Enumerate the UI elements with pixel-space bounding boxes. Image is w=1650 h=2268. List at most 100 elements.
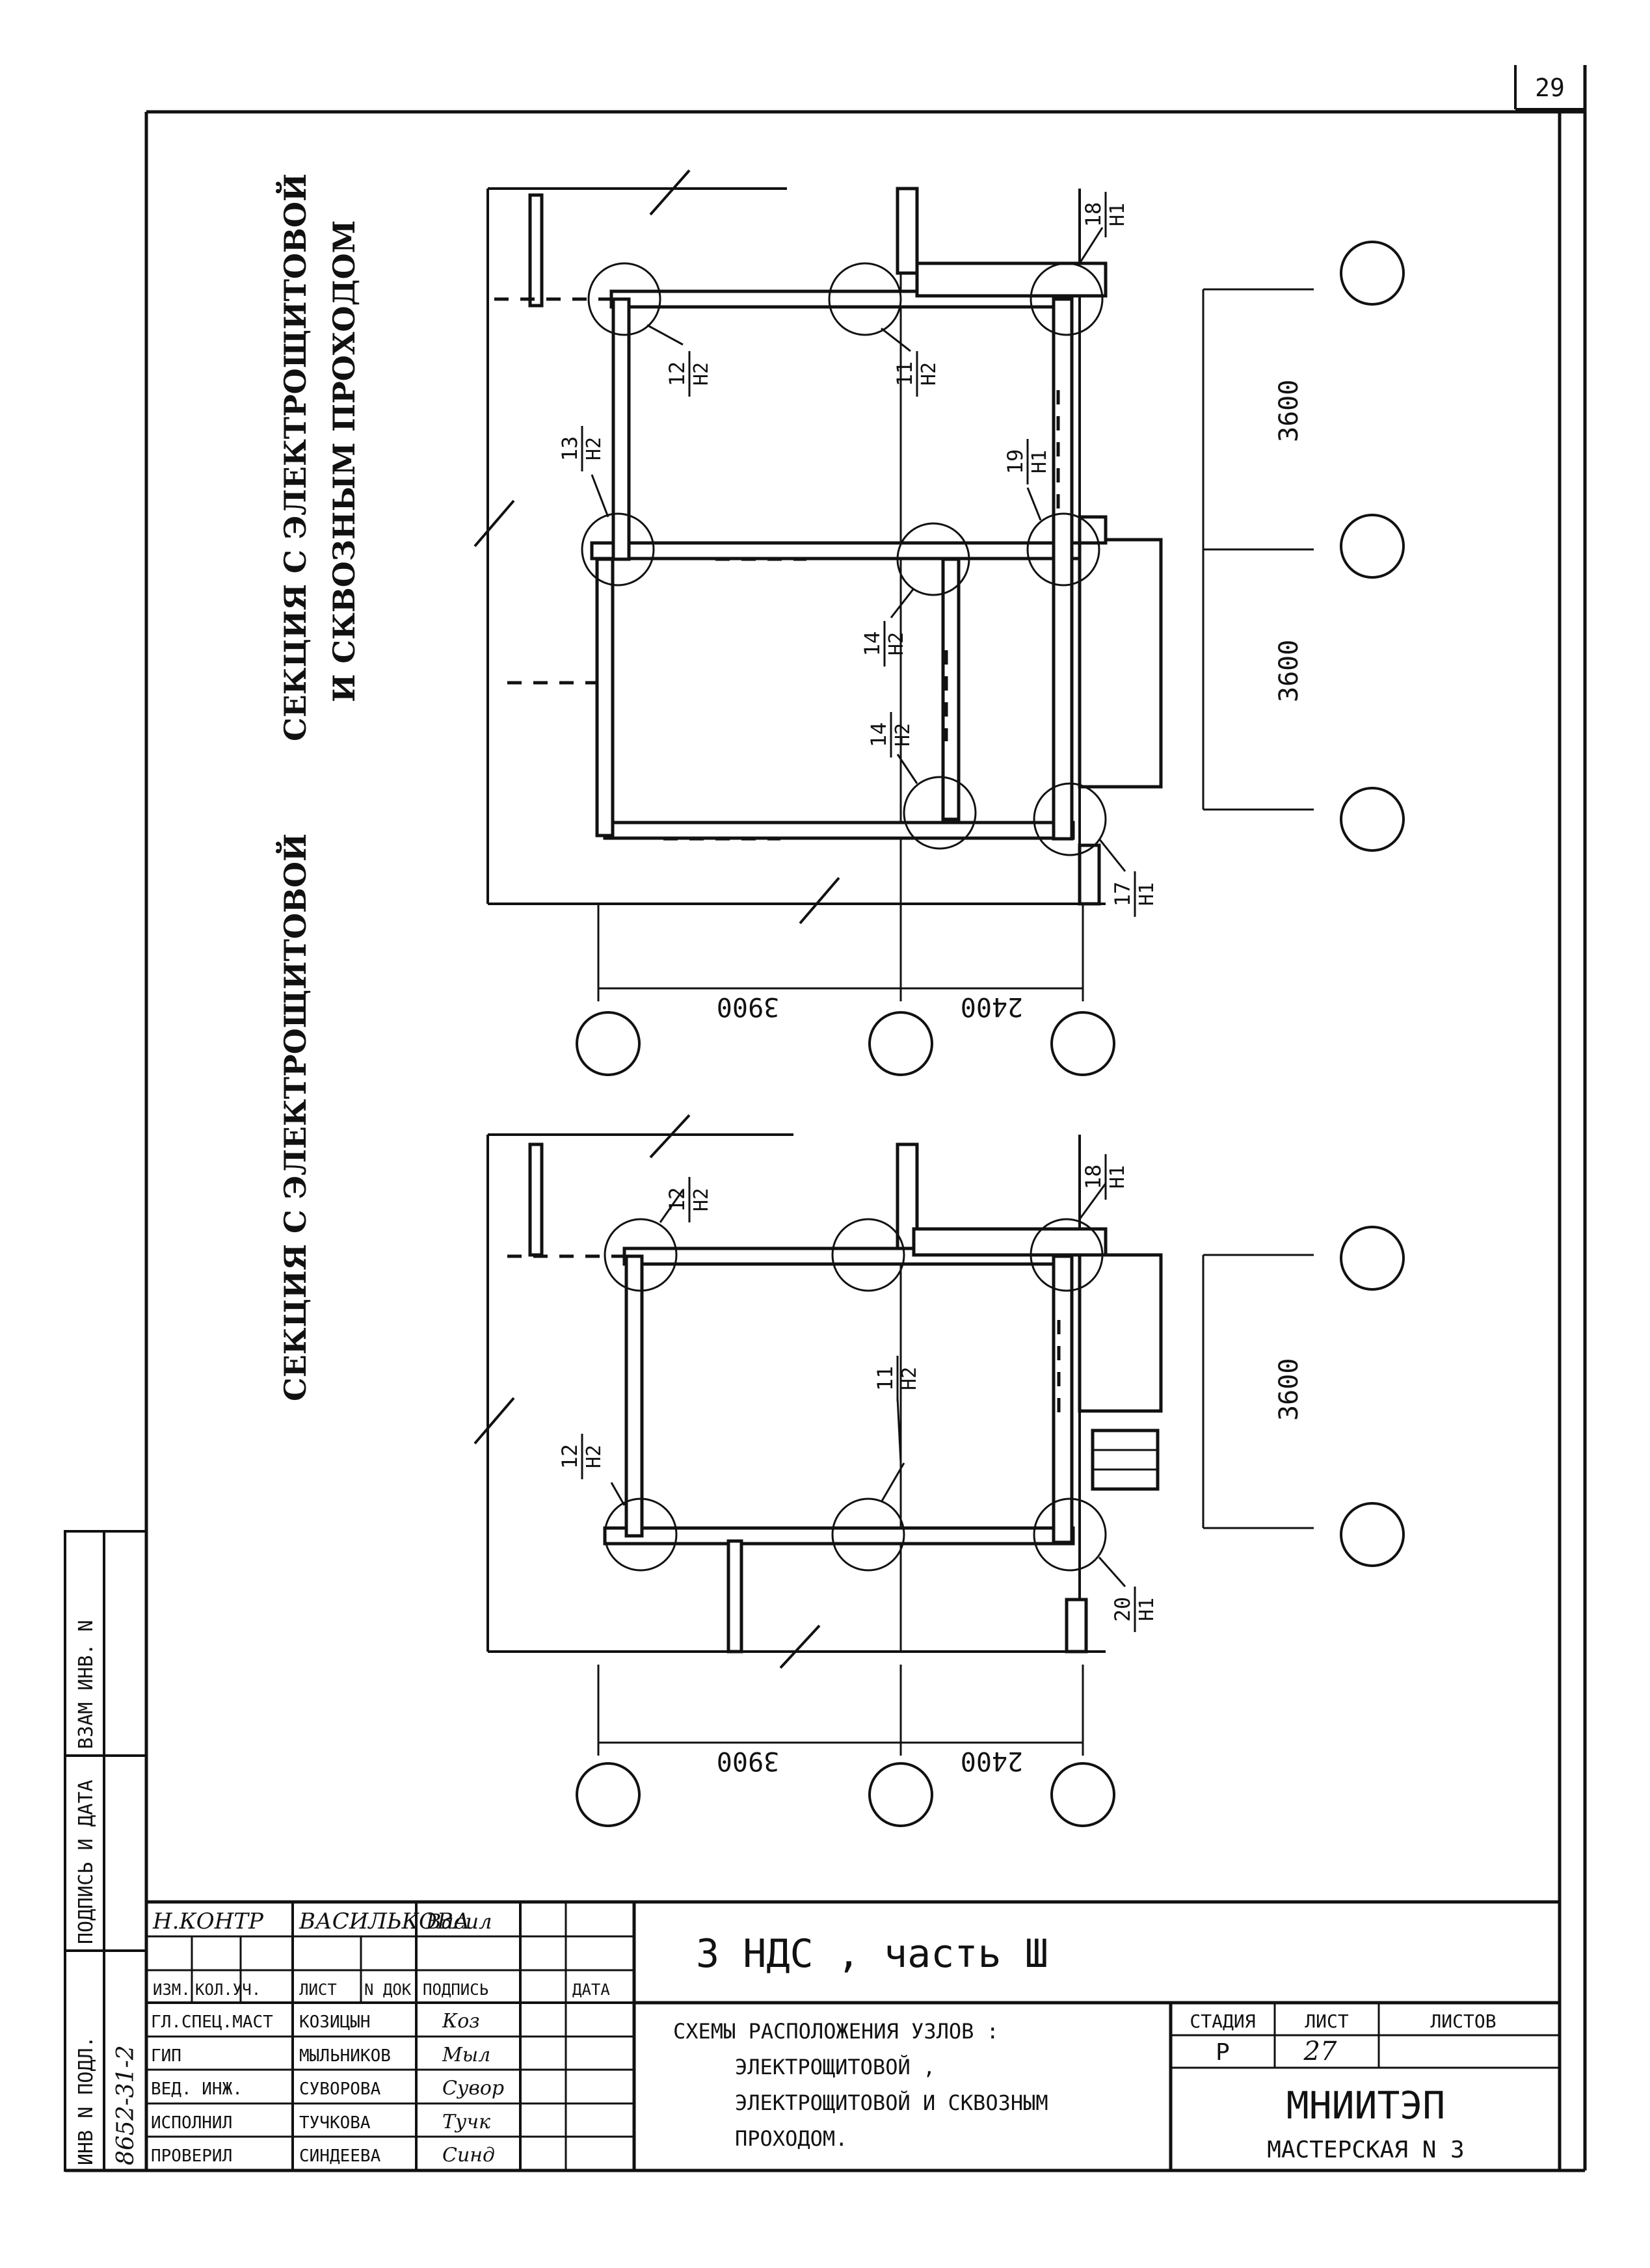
staff-role-5: ПРОВЕРИЛ <box>151 2146 232 2166</box>
svg-text:Н1: Н1 <box>1106 1165 1129 1189</box>
staff-signature-2: Мыл <box>442 2044 490 2066</box>
wall <box>603 821 1075 840</box>
header-list: ЛИСТ <box>299 1981 337 1999</box>
staff-name-2: МЫЛЬНИКОВ <box>299 2046 391 2066</box>
callout-label: 11 Н2 <box>873 1356 921 1401</box>
svg-text:12: 12 <box>665 362 689 387</box>
callout-label: 17 Н1 <box>1110 871 1158 917</box>
plan-bottom-title: СЕКЦИЯ С ЭЛЕКТРОЩИТОВОЙ <box>275 834 313 1401</box>
svg-text:Н1: Н1 <box>1106 203 1129 226</box>
svg-text:Н2: Н2 <box>690 1188 713 1211</box>
wall <box>609 289 1069 309</box>
callout-label: 12 Н2 <box>665 1177 713 1222</box>
svg-text:20: 20 <box>1110 1597 1135 1622</box>
callout-label: 18 Н1 <box>1081 192 1129 237</box>
callout-label: 12 Н2 <box>665 351 713 397</box>
page-number-box: 29 <box>1514 65 1585 111</box>
svg-text:12: 12 <box>557 1444 582 1470</box>
stage-value: Р <box>1216 2039 1230 2066</box>
plan-top-title-2: И СКВОЗНЫМ ПРОХОДОМ <box>326 220 362 702</box>
svg-text:Н2: Н2 <box>885 632 908 655</box>
svg-text:13: 13 <box>557 436 582 462</box>
plan-top-title-1: СЕКЦИЯ С ЭЛЕКТРОЩИТОВОЙ <box>275 174 313 741</box>
page-number: 29 <box>1535 73 1565 102</box>
staff-role-2: ГИП <box>151 2046 181 2066</box>
norm-control-role: Н.КОНТР <box>152 1908 264 1934</box>
staff-signature-5: Синд <box>442 2144 495 2167</box>
stamp-cell-3: ИНВ N ПОДЛ. <box>75 2036 98 2165</box>
dim-bottom-2: 2400 <box>961 992 1023 1022</box>
header-podpis: ПОДПИСЬ <box>423 1981 488 1999</box>
plan-top-callouts: 18 Н1 12 Н2 11 Н2 13 Н2 19 Н1 14 Н2 <box>557 192 1158 917</box>
svg-text:Н1: Н1 <box>1028 450 1051 473</box>
sheet-frame <box>65 65 1587 2172</box>
callout-label: 14 Н2 <box>866 712 914 758</box>
side-stamp: ВЗАМ ИНВ. N ПОДПИСЬ И ДАТА ИНВ N ПОДЛ. 8… <box>64 1530 148 2172</box>
dim-right-1: 3600 <box>1274 380 1304 442</box>
sheet-label: ЛИСТ <box>1305 2011 1349 2032</box>
staff-name-3: СУВОРОВА <box>299 2079 381 2099</box>
staff-name-5: СИНДЕЕВА <box>299 2146 381 2166</box>
staff-role-1: ГЛ.СПЕЦ.МАСТ <box>151 2012 273 2032</box>
callout-label: 20 Н1 <box>1110 1587 1158 1632</box>
header-data: ДАТА <box>572 1981 610 1999</box>
callout-label: 11 Н2 <box>892 351 940 397</box>
dim-bottom-b1: 3900 <box>717 1746 779 1776</box>
svg-text:11: 11 <box>892 362 917 387</box>
wall <box>590 541 1082 560</box>
staff-signature-4: Тучк <box>442 2111 490 2133</box>
workshop: МАСТЕРСКАЯ N 3 <box>1267 2137 1464 2163</box>
svg-text:Н2: Н2 <box>892 723 914 746</box>
sheet-title-4: ПРОХОДОМ. <box>735 2126 847 2151</box>
project-title: 3 НДС , часть Ш <box>696 1931 1048 1977</box>
staff-role-4: ИСПОЛНИЛ <box>151 2113 232 2133</box>
svg-text:19: 19 <box>1003 449 1028 475</box>
svg-text:Н2: Н2 <box>583 437 605 460</box>
stamp-cell-1: ВЗАМ ИНВ. N <box>75 1620 98 1749</box>
svg-text:Н1: Н1 <box>1136 882 1158 906</box>
dim-bottom-b2: 2400 <box>961 1746 1023 1776</box>
callout-label: 13 Н2 <box>557 426 605 471</box>
svg-text:18: 18 <box>1081 1165 1106 1190</box>
sheets-label: ЛИСТОВ <box>1430 2011 1496 2032</box>
header-izm: ИЗМ. <box>153 1981 191 1999</box>
norm-control-signature: Васил <box>425 1909 492 1934</box>
plan-bottom: СЕКЦИЯ С ЭЛЕКТРОЩИТОВОЙ <box>275 834 1405 1827</box>
svg-text:12: 12 <box>665 1187 689 1213</box>
header-ndok: N ДОК. <box>364 1981 421 1999</box>
sheet-title-3: ЭЛЕКТРОЩИТОВОЙ И СКВОЗНЫМ <box>735 2090 1048 2115</box>
staff-name-1: КОЗИЦЫН <box>299 2012 371 2032</box>
staff-signature-3: Сувор <box>442 2077 504 2100</box>
svg-text:Н2: Н2 <box>583 1445 605 1468</box>
norm-control-name: ВАСИЛЬКОВА <box>299 1908 470 1934</box>
stamp-cell-2: ПОДПИСЬ И ДАТА <box>75 1780 98 1944</box>
header-kol: КОЛ.УЧ. <box>195 1981 261 1999</box>
sheet-title-1: СХЕМЫ РАСПОЛОЖЕНИЯ УЗЛОВ : <box>673 2019 999 2044</box>
sheet-value: 27 <box>1303 2037 1337 2066</box>
plan-bottom-callouts: 12 Н2 18 Н1 11 Н2 12 Н2 20 Н1 <box>557 1154 1158 1632</box>
title-block: Н.КОНТР ВАСИЛЬКОВА Васил ИЗМ. КОЛ.УЧ. ЛИ… <box>146 1900 1560 2170</box>
callout-label: 18 Н1 <box>1081 1154 1129 1200</box>
svg-text:Н2: Н2 <box>898 1367 921 1390</box>
callout-label: 12 Н2 <box>557 1434 605 1479</box>
staff-name-4: ТУЧКОВА <box>299 2113 371 2133</box>
dim-right-b1: 3600 <box>1274 1358 1304 1421</box>
org-name: МНИИТЭП <box>1286 2083 1445 2128</box>
svg-text:Н1: Н1 <box>1136 1598 1158 1621</box>
svg-text:14: 14 <box>866 722 891 748</box>
staff-role-3: ВЕД. ИНЖ. <box>151 2079 243 2099</box>
callout-label: 19 Н1 <box>1003 439 1051 484</box>
svg-text:Н2: Н2 <box>918 362 940 386</box>
dim-right-2: 3600 <box>1274 640 1304 702</box>
svg-text:Н2: Н2 <box>690 362 713 386</box>
svg-text:11: 11 <box>873 1366 898 1391</box>
stage-label: СТАДИЯ <box>1190 2011 1255 2032</box>
staff-signature-1: Коз <box>442 2010 480 2033</box>
svg-text:18: 18 <box>1081 202 1106 228</box>
sheet-title-2: ЭЛЕКТРОЩИТОВОЙ , <box>735 2055 935 2079</box>
inv-number: 8652-31-2 <box>113 2045 139 2165</box>
svg-text:14: 14 <box>860 631 885 657</box>
svg-text:17: 17 <box>1110 882 1135 907</box>
dim-bottom-1: 3900 <box>717 992 779 1022</box>
